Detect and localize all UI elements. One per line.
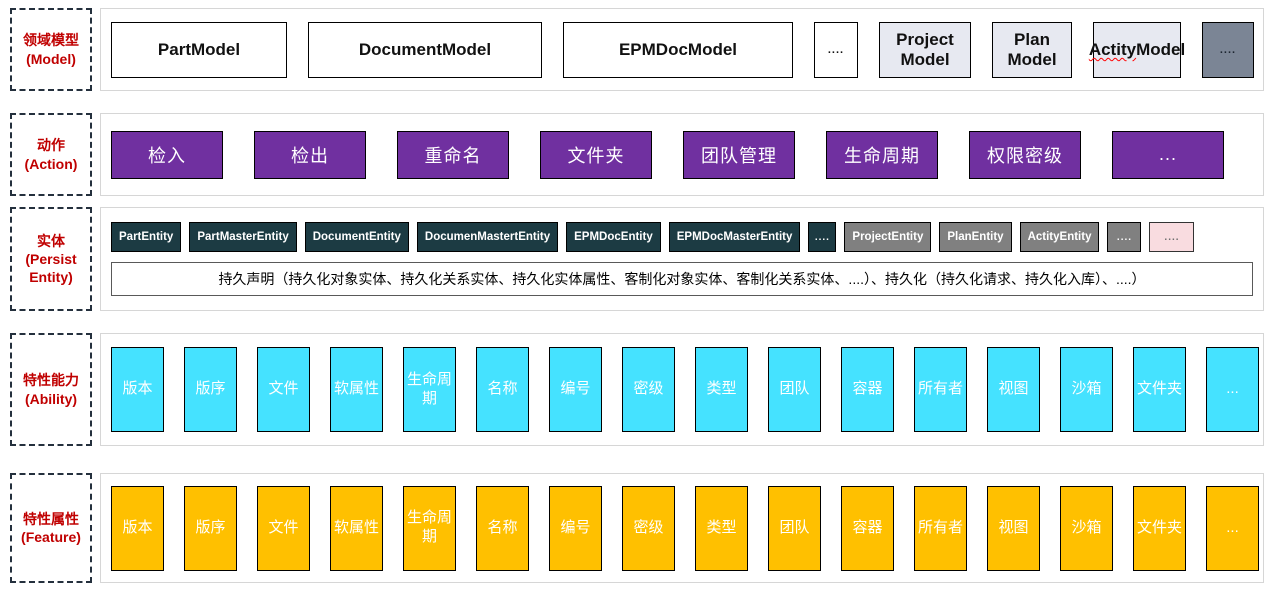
entity-box: PlanEntity: [939, 222, 1012, 252]
feature-box: 容器: [841, 485, 894, 571]
entity-box: ....: [1107, 222, 1142, 252]
action-box: 团队管理: [683, 130, 795, 179]
row-ability-label-en: (Ability): [24, 390, 78, 407]
feature-box: ...: [1206, 485, 1259, 571]
entity-box: ProjectEntity: [844, 222, 932, 252]
model-box: ....: [814, 21, 858, 78]
model-box: DocumentModel: [308, 21, 542, 78]
row-action: 动作 (Action) 检入检出重命名文件夹团队管理生命周期权限密级...: [10, 113, 1264, 196]
action-box: 文件夹: [540, 130, 652, 179]
row-model: 领域模型 (Model) PartModel DocumentModel EPMDo…: [10, 8, 1264, 91]
entity-box: EPMDocEntity: [566, 222, 661, 252]
entity-box: PartMasterEntity: [189, 222, 297, 252]
entity-box: EPMDocMasterEntity: [668, 222, 801, 252]
entity-box: ....: [808, 222, 837, 252]
ability-box: 编号: [549, 347, 602, 432]
model-box: PartModel: [111, 21, 287, 78]
ability-box: 名称: [476, 347, 529, 432]
model-box: ....: [1202, 21, 1254, 78]
row-ability-content: 版本版序文件软属性生命周期名称编号密级类型团队容器所有者视图沙箱文件夹...: [100, 333, 1264, 446]
feature-box: 沙箱: [1060, 485, 1113, 571]
ability-box: 版本: [111, 347, 164, 432]
feature-box: 编号: [549, 485, 602, 571]
feature-box: 文件夹: [1133, 485, 1186, 571]
row-feature-label: 特性属性 (Feature): [10, 473, 92, 583]
model-box-misspelled-word: Actity: [1088, 39, 1137, 59]
action-box: 检出: [254, 130, 366, 179]
action-box: 检入: [111, 130, 223, 179]
feature-box: 文件: [257, 485, 310, 571]
entity-box: ....: [1149, 222, 1195, 252]
feature-box: 类型: [695, 485, 748, 571]
row-action-label-en: (Action): [24, 155, 78, 172]
entity-box: DocumenMastertEntity: [416, 222, 559, 252]
action-box: 重命名: [397, 130, 509, 179]
ability-box: 视图: [987, 347, 1040, 432]
row-model-content: PartModel DocumentModel EPMDocModel.... Pro…: [100, 8, 1264, 91]
feature-box: 版序: [184, 485, 237, 571]
row-entity-label-en: (Persist Entity): [25, 250, 77, 286]
ability-box: 版序: [184, 347, 237, 432]
action-box: 权限密级: [969, 130, 1081, 179]
ability-box: ...: [1206, 347, 1259, 432]
ability-box: 容器: [841, 347, 894, 432]
model-box: Plan Model: [992, 21, 1072, 78]
feature-box: 名称: [476, 485, 529, 571]
row-entity-label: 实体 (Persist Entity): [10, 207, 92, 311]
action-box: 生命周期: [826, 130, 938, 179]
row-feature-label-en: (Feature): [21, 529, 81, 545]
feature-box: 视图: [987, 485, 1040, 571]
row-ability-label: 特性能力 (Ability): [10, 333, 92, 446]
feature-box: 版本: [111, 485, 164, 571]
feature-box: 密级: [622, 485, 675, 571]
ability-box: 文件: [257, 347, 310, 432]
row-action-content: 检入检出重命名文件夹团队管理生命周期权限密级...: [100, 113, 1264, 196]
model-box: Project Model: [879, 21, 971, 78]
model-box: Actity Model: [1089, 21, 1185, 78]
ability-box: 沙箱: [1060, 347, 1113, 432]
row-feature-label-zh: 特性属性: [23, 510, 79, 527]
row-feature: 特性属性 (Feature) 版本版序文件软属性生命周期名称编号密级类型团队容器…: [10, 473, 1264, 583]
feature-box: 软属性: [330, 485, 383, 571]
row-model-label: 领域模型 (Model): [10, 8, 92, 91]
entity-box: PartEntity: [111, 222, 182, 252]
row-model-label-zh: 领域模型: [23, 32, 79, 49]
row-ability-label-zh: 特性能力: [23, 372, 79, 389]
entity-box: ActityEntity: [1019, 222, 1100, 252]
row-action-label: 动作 (Action): [10, 113, 92, 196]
ability-box: 生命周期: [403, 347, 456, 432]
row-action-label-zh: 动作: [37, 137, 65, 154]
ability-box: 类型: [695, 347, 748, 432]
persistence-note: 持久声明（持久化对象实体、持久化关系实体、持久化实体属性、客制化对象实体、客制化…: [111, 262, 1253, 296]
ability-box: 密级: [622, 347, 675, 432]
feature-box: 生命周期: [403, 485, 456, 571]
action-box: ...: [1112, 130, 1224, 179]
feature-box: 团队: [768, 485, 821, 571]
entity-box: DocumentEntity: [304, 222, 409, 252]
row-model-label-en: (Model): [26, 50, 76, 67]
ability-box: 团队: [768, 347, 821, 432]
ability-box: 软属性: [330, 347, 383, 432]
ability-box: 所有者: [914, 347, 967, 432]
row-entity-label-zh: 实体: [37, 232, 65, 249]
feature-box: 所有者: [914, 485, 967, 571]
row-ability: 特性能力 (Ability) 版本版序文件软属性生命周期名称编号密级类型团队容器…: [10, 333, 1264, 446]
ability-box: 文件夹: [1133, 347, 1186, 432]
model-box: EPMDocModel: [563, 21, 793, 78]
row-feature-content: 版本版序文件软属性生命周期名称编号密级类型团队容器所有者视图沙箱文件夹...: [100, 473, 1264, 583]
